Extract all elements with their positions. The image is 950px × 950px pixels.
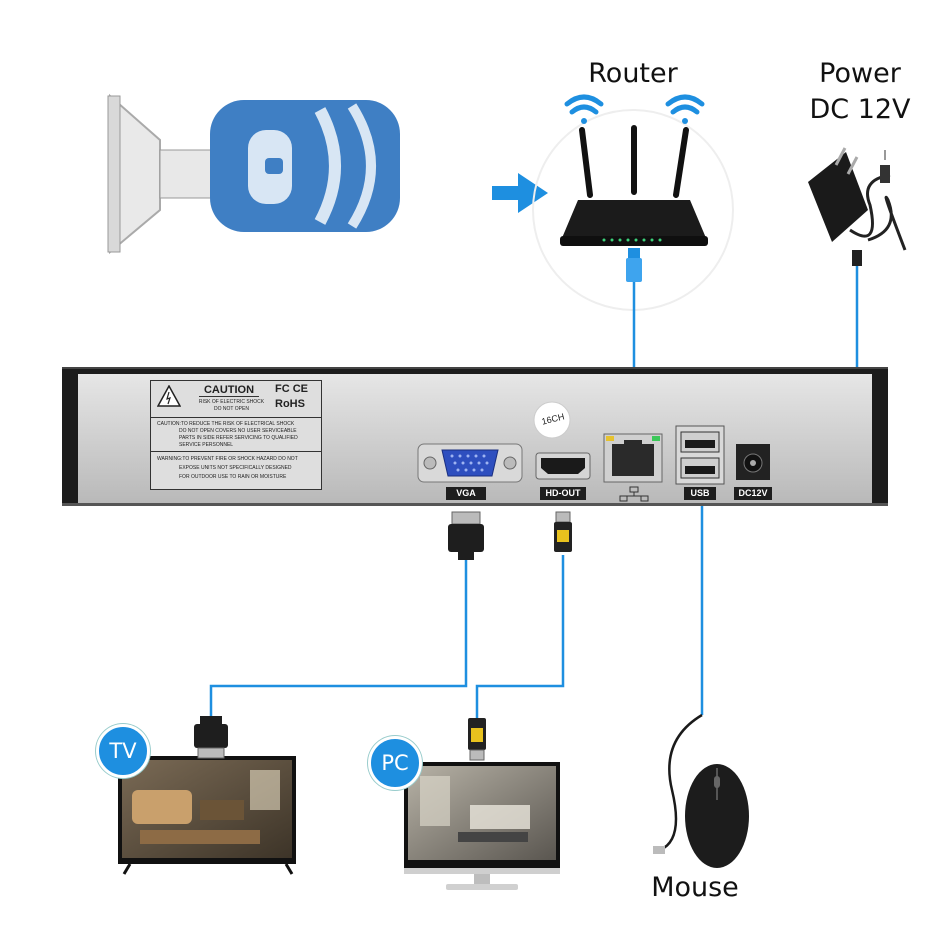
caution-text-2: DO NOT OPEN COVERS NO USER SERVICEABLE [179, 428, 297, 434]
vga-cable [209, 555, 468, 716]
wifi-icon [665, 94, 705, 124]
caution-text-5: WARNING:TO PREVENT FIRE OR SHOCK HAZARD … [157, 456, 298, 462]
mouse-icon [653, 713, 749, 868]
hdmi-port-label: HD-OUT [540, 487, 586, 500]
rohs-mark: RoHS [275, 398, 305, 410]
dc-port-label: DC12V [734, 487, 772, 500]
hdmi-port [535, 452, 591, 480]
vga-port [417, 443, 523, 483]
caution-subtitle-1: RISK OF ELECTRIC SHOCK [198, 399, 265, 405]
network-icon [619, 486, 649, 502]
vga-port-label: VGA [446, 487, 486, 500]
power-label-line1: Power [819, 58, 901, 89]
pc-badge: PC [368, 736, 422, 790]
camera-icon [107, 93, 400, 255]
vga-plug-icon [194, 716, 228, 759]
caution-title: CAUTION [199, 384, 259, 397]
ethernet-plug-icon [626, 248, 642, 282]
fc-ce-mark: FC CE [275, 383, 308, 395]
caution-text-1: CAUTION:TO REDUCE THE RISK OF ELECTRICAL… [157, 421, 295, 427]
hdmi-cable [475, 555, 565, 718]
caution-text-4: SERVICE PERSONNEL [179, 442, 234, 448]
warning-icon [157, 385, 181, 407]
lan-port [603, 433, 663, 483]
router-icon [560, 125, 708, 246]
tv-icon [118, 756, 296, 875]
hdmi-plug-icon [468, 718, 486, 761]
power-label-line2: DC 12V [809, 94, 911, 125]
usb-port [675, 425, 725, 485]
monitor-icon [404, 762, 560, 890]
caution-text-7: FOR OUTDOOR USE TO RAIN OR MOISTURE [179, 474, 287, 480]
dc-jack-port [736, 444, 770, 480]
wifi-icon [564, 94, 604, 124]
hdmi-plug-icon [554, 511, 572, 552]
router-label: Router [588, 58, 678, 89]
tv-badge: TV [96, 724, 150, 778]
usb-port-label: USB [684, 487, 716, 500]
mouse-label: Mouse [651, 872, 739, 903]
vga-plug-icon [448, 511, 484, 560]
caution-text-3: PARTS IN SIDE REFER SERVICING TO QUALIFI… [179, 435, 298, 441]
caution-text-6: EXPOSE UNITS NOT SPECIFICALLY DESIGNED [179, 465, 292, 471]
caution-subtitle-2: DO NOT OPEN [214, 406, 249, 412]
model-sticker [533, 401, 571, 439]
arrow-right-icon [492, 173, 548, 213]
caution-sticker: CAUTION RISK OF ELECTRIC SHOCK DO NOT OP… [150, 380, 322, 490]
power-adapter-icon [808, 147, 907, 266]
